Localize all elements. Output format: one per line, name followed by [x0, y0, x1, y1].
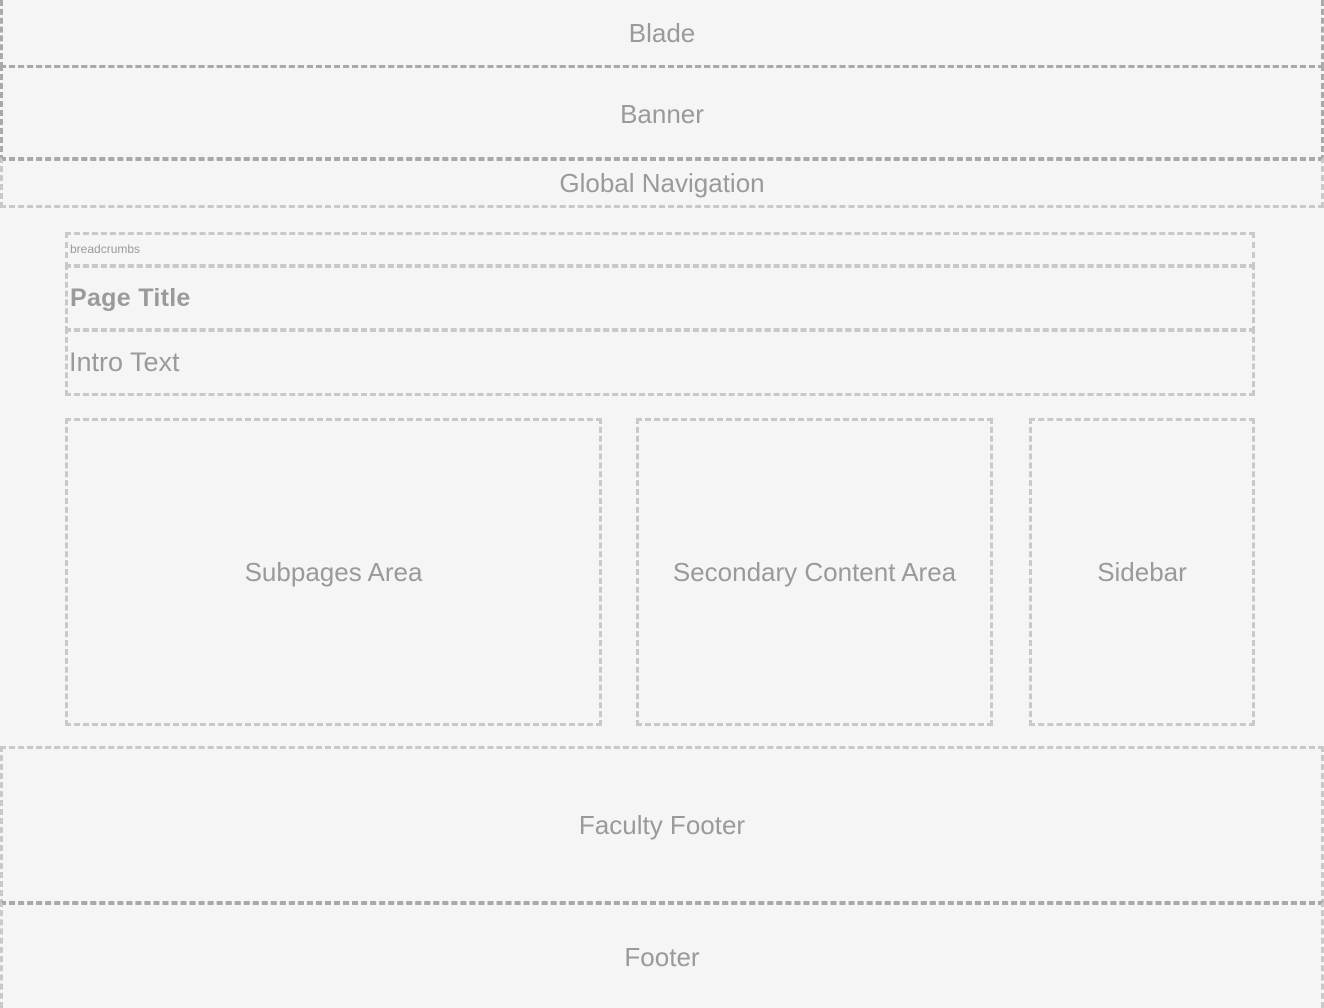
subpages-area-region: Subpages Area — [65, 418, 602, 726]
faculty-footer-label: Faculty Footer — [578, 810, 746, 840]
blade-region: Blade — [0, 0, 1324, 68]
secondary-content-area-label: Secondary Content Area — [672, 556, 957, 587]
subpages-area-label: Subpages Area — [244, 556, 423, 587]
sidebar-region: Sidebar — [1029, 418, 1255, 726]
footer-label: Footer — [624, 941, 700, 972]
global-navigation-region: Global Navigation — [0, 157, 1324, 208]
page-title-label: Page Title — [70, 283, 191, 312]
breadcrumbs-label: breadcrumbs — [70, 242, 141, 256]
sidebar-label: Sidebar — [1097, 556, 1187, 587]
intro-text-region: Intro Text — [65, 328, 1255, 396]
breadcrumbs-region: breadcrumbs — [65, 232, 1255, 268]
faculty-footer-region: Faculty Footer — [0, 746, 1324, 905]
banner-region: Banner — [0, 65, 1324, 161]
footer-region: Footer — [0, 901, 1324, 1008]
secondary-content-area-region: Secondary Content Area — [636, 418, 993, 726]
global-navigation-label: Global Navigation — [559, 168, 765, 198]
blade-label: Blade — [628, 18, 696, 48]
page-title-region: Page Title — [65, 264, 1255, 332]
intro-text-label: Intro Text — [69, 346, 180, 377]
banner-label: Banner — [620, 98, 704, 129]
